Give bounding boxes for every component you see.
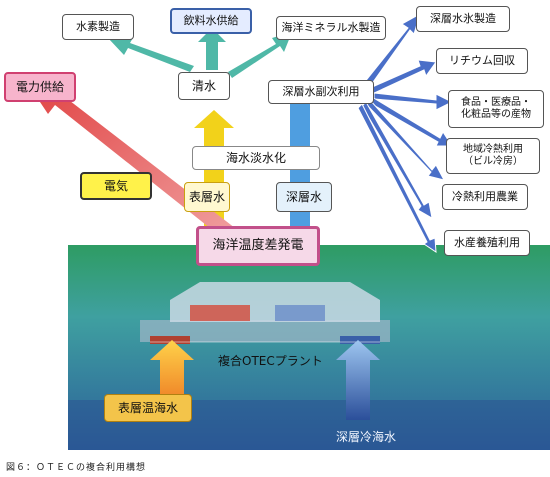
cold-seawater-label: 深層冷海水 <box>336 430 397 444</box>
deep-ice-node: 深層水氷製造 <box>416 6 510 32</box>
desalination-node: 海水淡水化 <box>192 146 320 170</box>
red-arrow-power <box>22 75 235 240</box>
otec-plant-structure <box>140 282 390 344</box>
surface-water-node: 表層水 <box>184 182 230 212</box>
fresh-water-node: 清水 <box>178 72 230 100</box>
caption-bar <box>0 453 550 477</box>
deep-water-fan <box>357 12 454 253</box>
aquaculture-node: 水産養殖利用 <box>444 230 530 256</box>
arrow-to-drinking <box>198 28 226 70</box>
mineral-water-node: 海洋ミネラル水製造 <box>276 16 386 40</box>
drinking-water-node: 飲料水供給 <box>170 8 252 34</box>
otec-generation-node: 海洋温度差発電 <box>196 226 320 266</box>
figure-caption: 図６：ＯＴＥＣの複合利用構想 <box>6 463 147 473</box>
cooling-agri-node: 冷熱利用農業 <box>442 184 528 210</box>
arrow-to-mineral <box>228 32 292 78</box>
warm-seawater-label: 表層温海水 <box>104 394 192 422</box>
power-supply-node: 電力供給 <box>4 72 76 102</box>
electricity-node: 電気 <box>80 172 152 200</box>
hydrogen-node: 水素製造 <box>62 14 134 40</box>
district-cooling-node: 地域冷熱利用 （ビル冷房） <box>446 138 540 174</box>
secondary-use-node: 深層水副次利用 <box>268 80 374 104</box>
lithium-node: リチウム回収 <box>436 48 528 74</box>
arrow-to-hydrogen <box>108 36 194 72</box>
plant-label: 複合OTECプラント <box>218 354 323 368</box>
food-pharma-node: 食品・医療品・ 化粧品等の産物 <box>448 90 544 128</box>
cold-intake-arrow <box>336 340 380 420</box>
warm-intake-arrow <box>150 340 194 395</box>
deep-water-node: 深層水 <box>276 182 332 212</box>
